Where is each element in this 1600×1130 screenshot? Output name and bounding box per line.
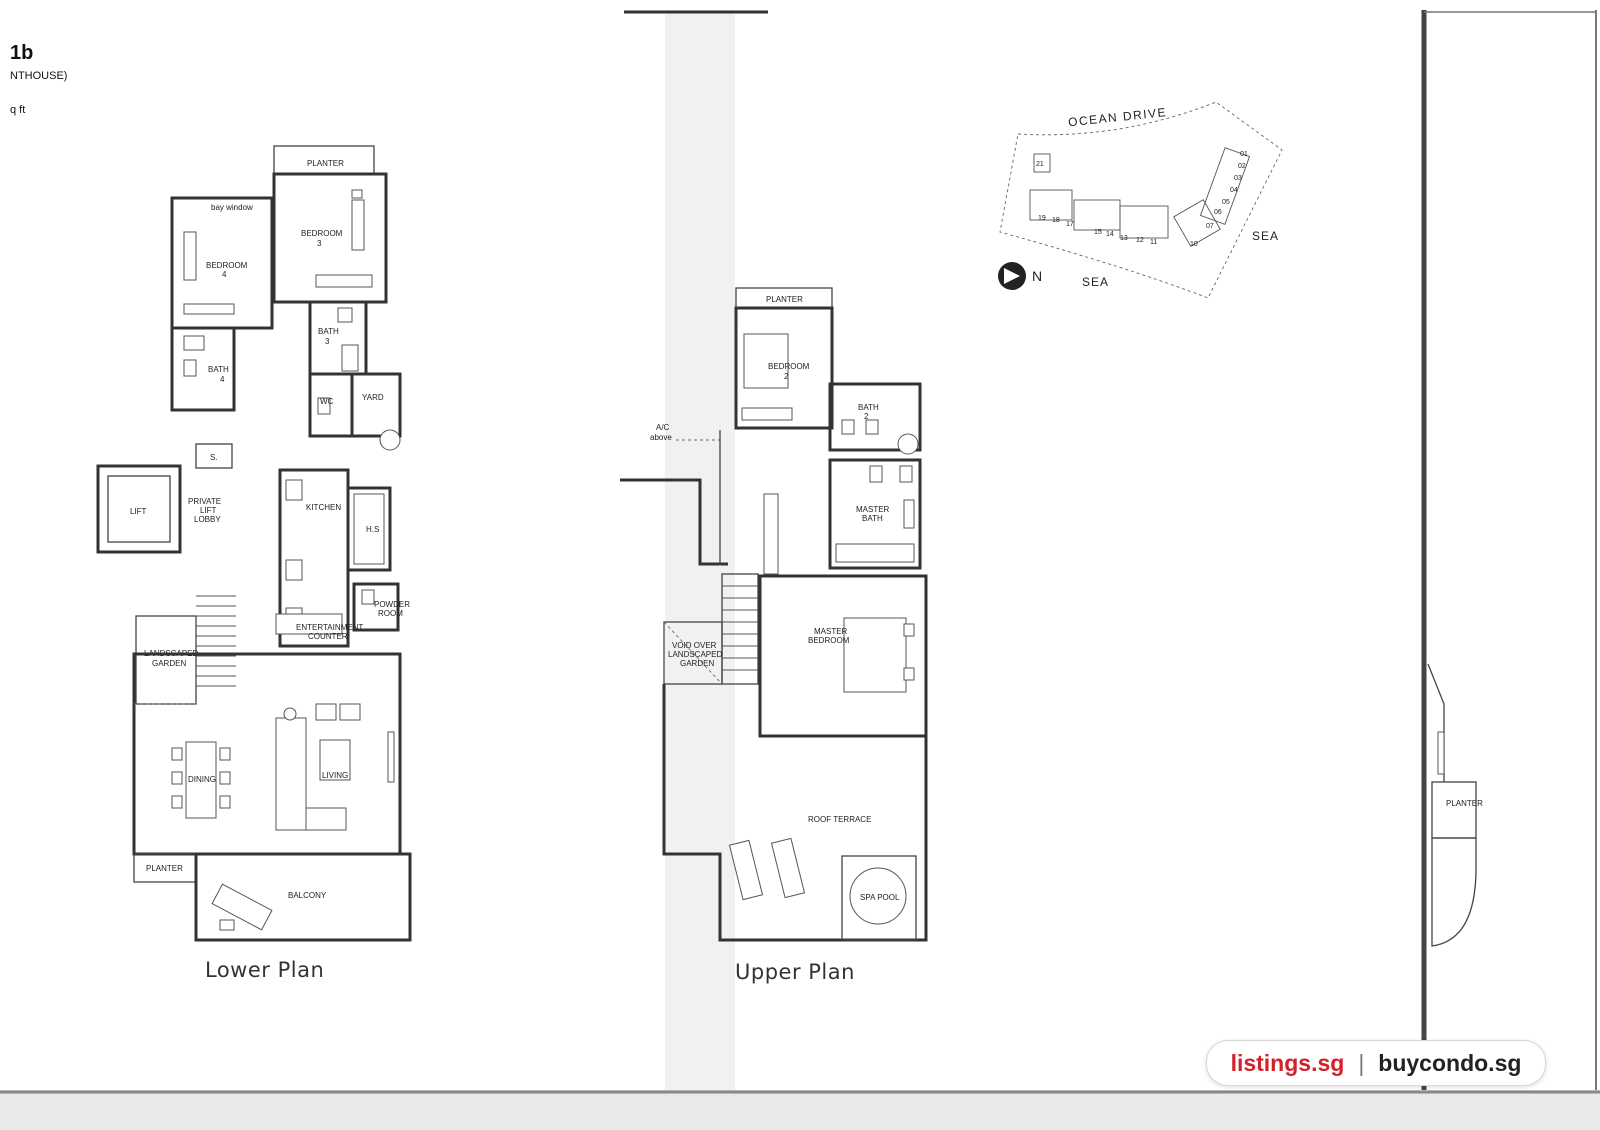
site-unit-14: 14	[1106, 231, 1114, 238]
label-bedroom-2-no: 2	[784, 372, 789, 381]
site-unit-04: 04	[1230, 187, 1238, 194]
unit-area: q ft	[10, 104, 26, 116]
label-bath-3: BATH	[318, 327, 339, 336]
upper-plan-title: Upper Plan	[735, 960, 855, 984]
label-living: LIVING	[322, 771, 348, 780]
label-ac-2: above	[650, 433, 672, 442]
label-planter-top: PLANTER	[307, 159, 344, 168]
label-north: N	[1032, 268, 1042, 284]
label-lobby-3: LOBBY	[194, 515, 221, 524]
site-unit-19: 19	[1038, 215, 1046, 222]
label-lift: LIFT	[130, 507, 147, 516]
side-plan: PLANTER	[1427, 663, 1483, 947]
site-unit-03: 03	[1234, 175, 1242, 182]
lower-plan-title: Lower Plan	[205, 958, 325, 982]
label-spa-pool: SPA POOL	[860, 893, 900, 902]
site-unit-21: 21	[1036, 161, 1044, 168]
brand-listings: listings.sg	[1230, 1049, 1345, 1076]
north-arrow-icon	[998, 262, 1026, 290]
label-balcony: BALCONY	[288, 891, 327, 900]
label-ocean-drive: OCEAN DRIVE	[1067, 105, 1167, 129]
watermark-badge: listings.sg | buycondo.sg	[1206, 1040, 1546, 1086]
label-sea-right: SEA	[1252, 229, 1279, 243]
lower-stairs	[196, 595, 236, 687]
label-upper-planter: PLANTER	[766, 295, 803, 304]
label-bath-2: BATH	[858, 403, 879, 412]
label-entertainment-2: COUNTER	[308, 632, 348, 641]
site-unit-11: 11	[1150, 239, 1157, 246]
label-store: S.	[210, 453, 218, 462]
label-bedroom-3-no: 3	[317, 239, 322, 248]
unit-subtitle: NTHOUSE)	[10, 70, 68, 82]
label-void-1: VOID OVER	[672, 641, 717, 650]
site-unit-17: 17	[1066, 221, 1074, 228]
label-powder-2: ROOM	[378, 609, 403, 618]
site-unit-15: 15	[1094, 229, 1102, 236]
site-unit-10: 10	[1190, 241, 1198, 248]
label-ac-1: A/C	[656, 423, 670, 432]
label-lobby-1: PRIVATE	[188, 497, 221, 506]
label-entertainment-1: ENTERTAINMENT	[296, 623, 363, 632]
unit-type: 1b	[10, 42, 34, 64]
label-powder-1: POWDER	[374, 600, 410, 609]
label-bedroom-3: BEDROOM	[301, 229, 343, 238]
site-key-plan: OCEAN DRIVE 21 01 02 03 04 05 06 07 10 1…	[998, 101, 1283, 299]
label-bedroom-4: BEDROOM	[206, 261, 248, 270]
label-kitchen: KITCHEN	[306, 503, 341, 512]
site-buildings	[1029, 147, 1251, 247]
label-roof-terrace: ROOF TERRACE	[808, 815, 871, 824]
label-bedroom-2: BEDROOM	[768, 362, 810, 371]
label-master-bed-1: MASTER	[814, 627, 848, 636]
label-bath-2-no: 2	[864, 412, 869, 421]
label-garden-2: GARDEN	[152, 659, 186, 668]
scan-bottom-band	[0, 1090, 1600, 1130]
label-sea-bottom: SEA	[1082, 275, 1109, 289]
label-bedroom-4-no: 4	[222, 270, 227, 279]
label-side-planter: PLANTER	[1446, 799, 1483, 808]
site-unit-05: 05	[1222, 199, 1230, 206]
label-planter-bottom: PLANTER	[146, 864, 183, 873]
brand-separator: |	[1358, 1049, 1365, 1076]
label-bath-4-no: 4	[220, 375, 225, 384]
upper-plan: PLANTER BEDROOM 2 BATH 2 A/C above	[620, 287, 928, 942]
site-unit-13: 13	[1120, 235, 1128, 242]
brand-buycondo: buycondo.sg	[1378, 1049, 1522, 1076]
label-hs: H.S	[366, 525, 379, 534]
label-bay-window: bay window	[211, 203, 253, 212]
site-unit-07: 07	[1206, 223, 1214, 230]
label-master-bed-2: BEDROOM	[808, 636, 850, 645]
site-unit-02: 02	[1238, 163, 1246, 170]
label-master-bath-2: BATH	[862, 514, 883, 523]
label-dining: DINING	[188, 775, 216, 784]
label-lobby-2: LIFT	[200, 506, 217, 515]
site-unit-01: 01	[1240, 151, 1248, 158]
site-unit-12: 12	[1136, 237, 1144, 244]
label-master-bath-1: MASTER	[856, 505, 890, 514]
label-bath-3-no: 3	[325, 337, 330, 346]
label-bath-4: BATH	[208, 365, 229, 374]
lower-plan: PLANTER BEDROOM 3 bay window BEDROOM 4 B…	[96, 145, 412, 942]
label-yard: YARD	[362, 393, 384, 402]
label-void-3: GARDEN	[680, 659, 714, 668]
site-unit-06: 06	[1214, 209, 1222, 216]
label-wc: WC	[320, 397, 334, 406]
site-unit-18: 18	[1052, 217, 1060, 224]
label-void-2: LANDSCAPED	[668, 650, 722, 659]
